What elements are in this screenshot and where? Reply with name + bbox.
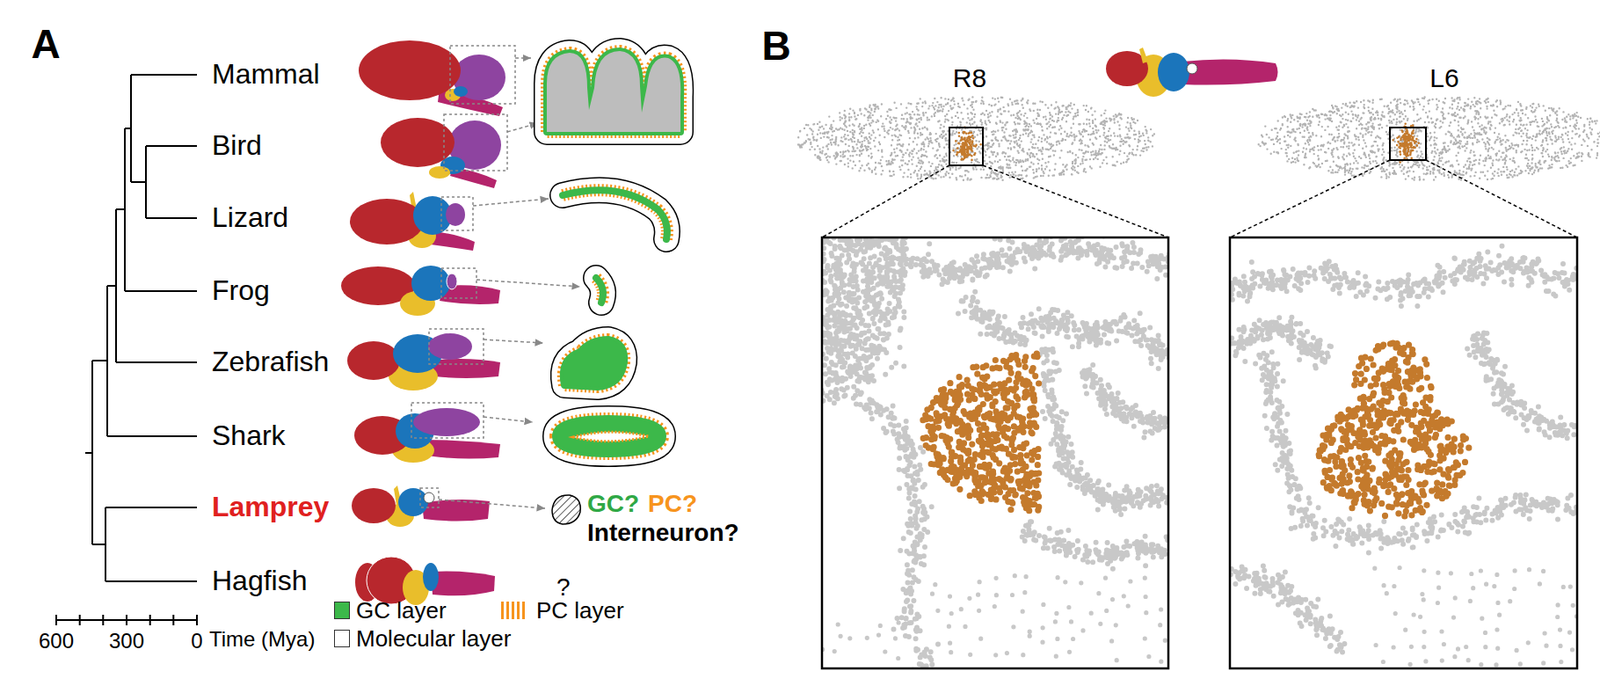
labelled-cells [919,349,1042,514]
mammal-brain [358,40,531,117]
dashed-arrow [476,279,581,287]
zoom-frame [1229,237,1578,669]
overview-scatter [797,95,1156,182]
dashed-box [411,402,484,438]
zoom-scatter [1229,243,1578,668]
forebrain [347,341,400,380]
roi-box [949,127,983,166]
labelled-cells [1316,339,1473,519]
legend-text: PC layer [536,597,625,624]
species-name: Bird [211,130,262,161]
lamprey-section [552,494,581,524]
roi-box [1389,127,1426,160]
axis-tick-label: 600 [38,629,74,653]
labelled-cells [1391,122,1420,163]
cerebellum [413,407,480,437]
pc-layer-swatch [501,601,526,619]
grey-cells [797,95,1156,182]
zoom-scatter [821,237,1169,669]
dashed-box [450,45,516,104]
legend-text: GC layer [356,597,447,624]
species-name: Mammal [211,58,320,90]
bird-brain [380,114,539,189]
lamprey-brain [351,485,546,527]
shark-brain [354,402,533,463]
dashed-arrow [507,123,539,132]
hindbrain [430,358,501,379]
question-label: PC? [647,490,698,518]
lamprey-icon [1105,47,1279,97]
midbrain [1157,52,1190,92]
dashed-box [420,487,439,508]
midbrain [411,265,451,301]
axis-tick-label: 300 [109,629,145,653]
dashed-box [429,328,484,364]
overview-scatter [1258,95,1600,182]
dashed-box [441,196,473,231]
cerebellum [428,333,473,360]
dashed-arrow [472,198,549,206]
cerebellum [452,54,506,101]
frog-section [596,277,604,303]
zebrafish-section [563,339,625,387]
grey-cells [1258,95,1600,182]
dashed-box [443,114,508,171]
diencephalon [429,166,451,179]
midbrain [398,487,429,517]
dashed-box [441,268,477,299]
axis-title: Time (Mya) [209,627,315,651]
species-name: Lizard [211,202,289,233]
shark-section [555,418,663,454]
zoom-frame [821,237,1169,669]
zoom-lines [821,160,1578,238]
question-label: Interneuron? [587,519,740,547]
forebrain [358,40,461,101]
dashed-arrow [438,499,546,509]
species-name: Frog [211,275,270,306]
section-label: R8 [952,63,987,93]
time-axis [56,614,197,626]
legend-swatch [334,601,350,619]
legend-swatch [334,629,350,648]
dashed-arrow [483,416,533,422]
frog-brain [341,265,581,316]
forebrain [349,198,424,245]
forebrain [351,487,396,524]
pineal [1139,47,1149,64]
midbrain [422,562,439,591]
species-name: Lamprey [211,491,329,523]
panel-letter: B [761,23,791,69]
dashed-arrow [483,339,544,343]
axis-tick-label: 0 [190,629,203,653]
cerebellum [445,203,466,226]
cerebellum [446,273,458,290]
grey-cells [1229,243,1578,668]
dashed-arrow [515,57,531,59]
question-label: GC? [587,490,640,518]
panel-letter: A [30,21,60,67]
species-name: Hagfish [211,565,308,597]
cerebellum [1186,63,1198,74]
hindbrain [1182,58,1279,85]
zebrafish-brain [347,328,544,391]
mammal-bird-folia [546,50,681,132]
midbrain [453,86,468,97]
lizard-brain [349,191,549,251]
species-name: Zebrafish [211,346,329,378]
cerebellum [423,492,435,503]
phylogeny-tree [85,74,197,582]
hindbrain [421,499,490,522]
labelled-cells [952,126,982,162]
species-name: Shark [211,420,286,451]
grey-cells [821,237,1169,669]
lizard-section [562,189,668,240]
section-label: L6 [1429,63,1459,93]
legend-text: Molecular layer [356,625,511,652]
shark-lumen [573,431,649,442]
hindbrain [430,571,495,597]
